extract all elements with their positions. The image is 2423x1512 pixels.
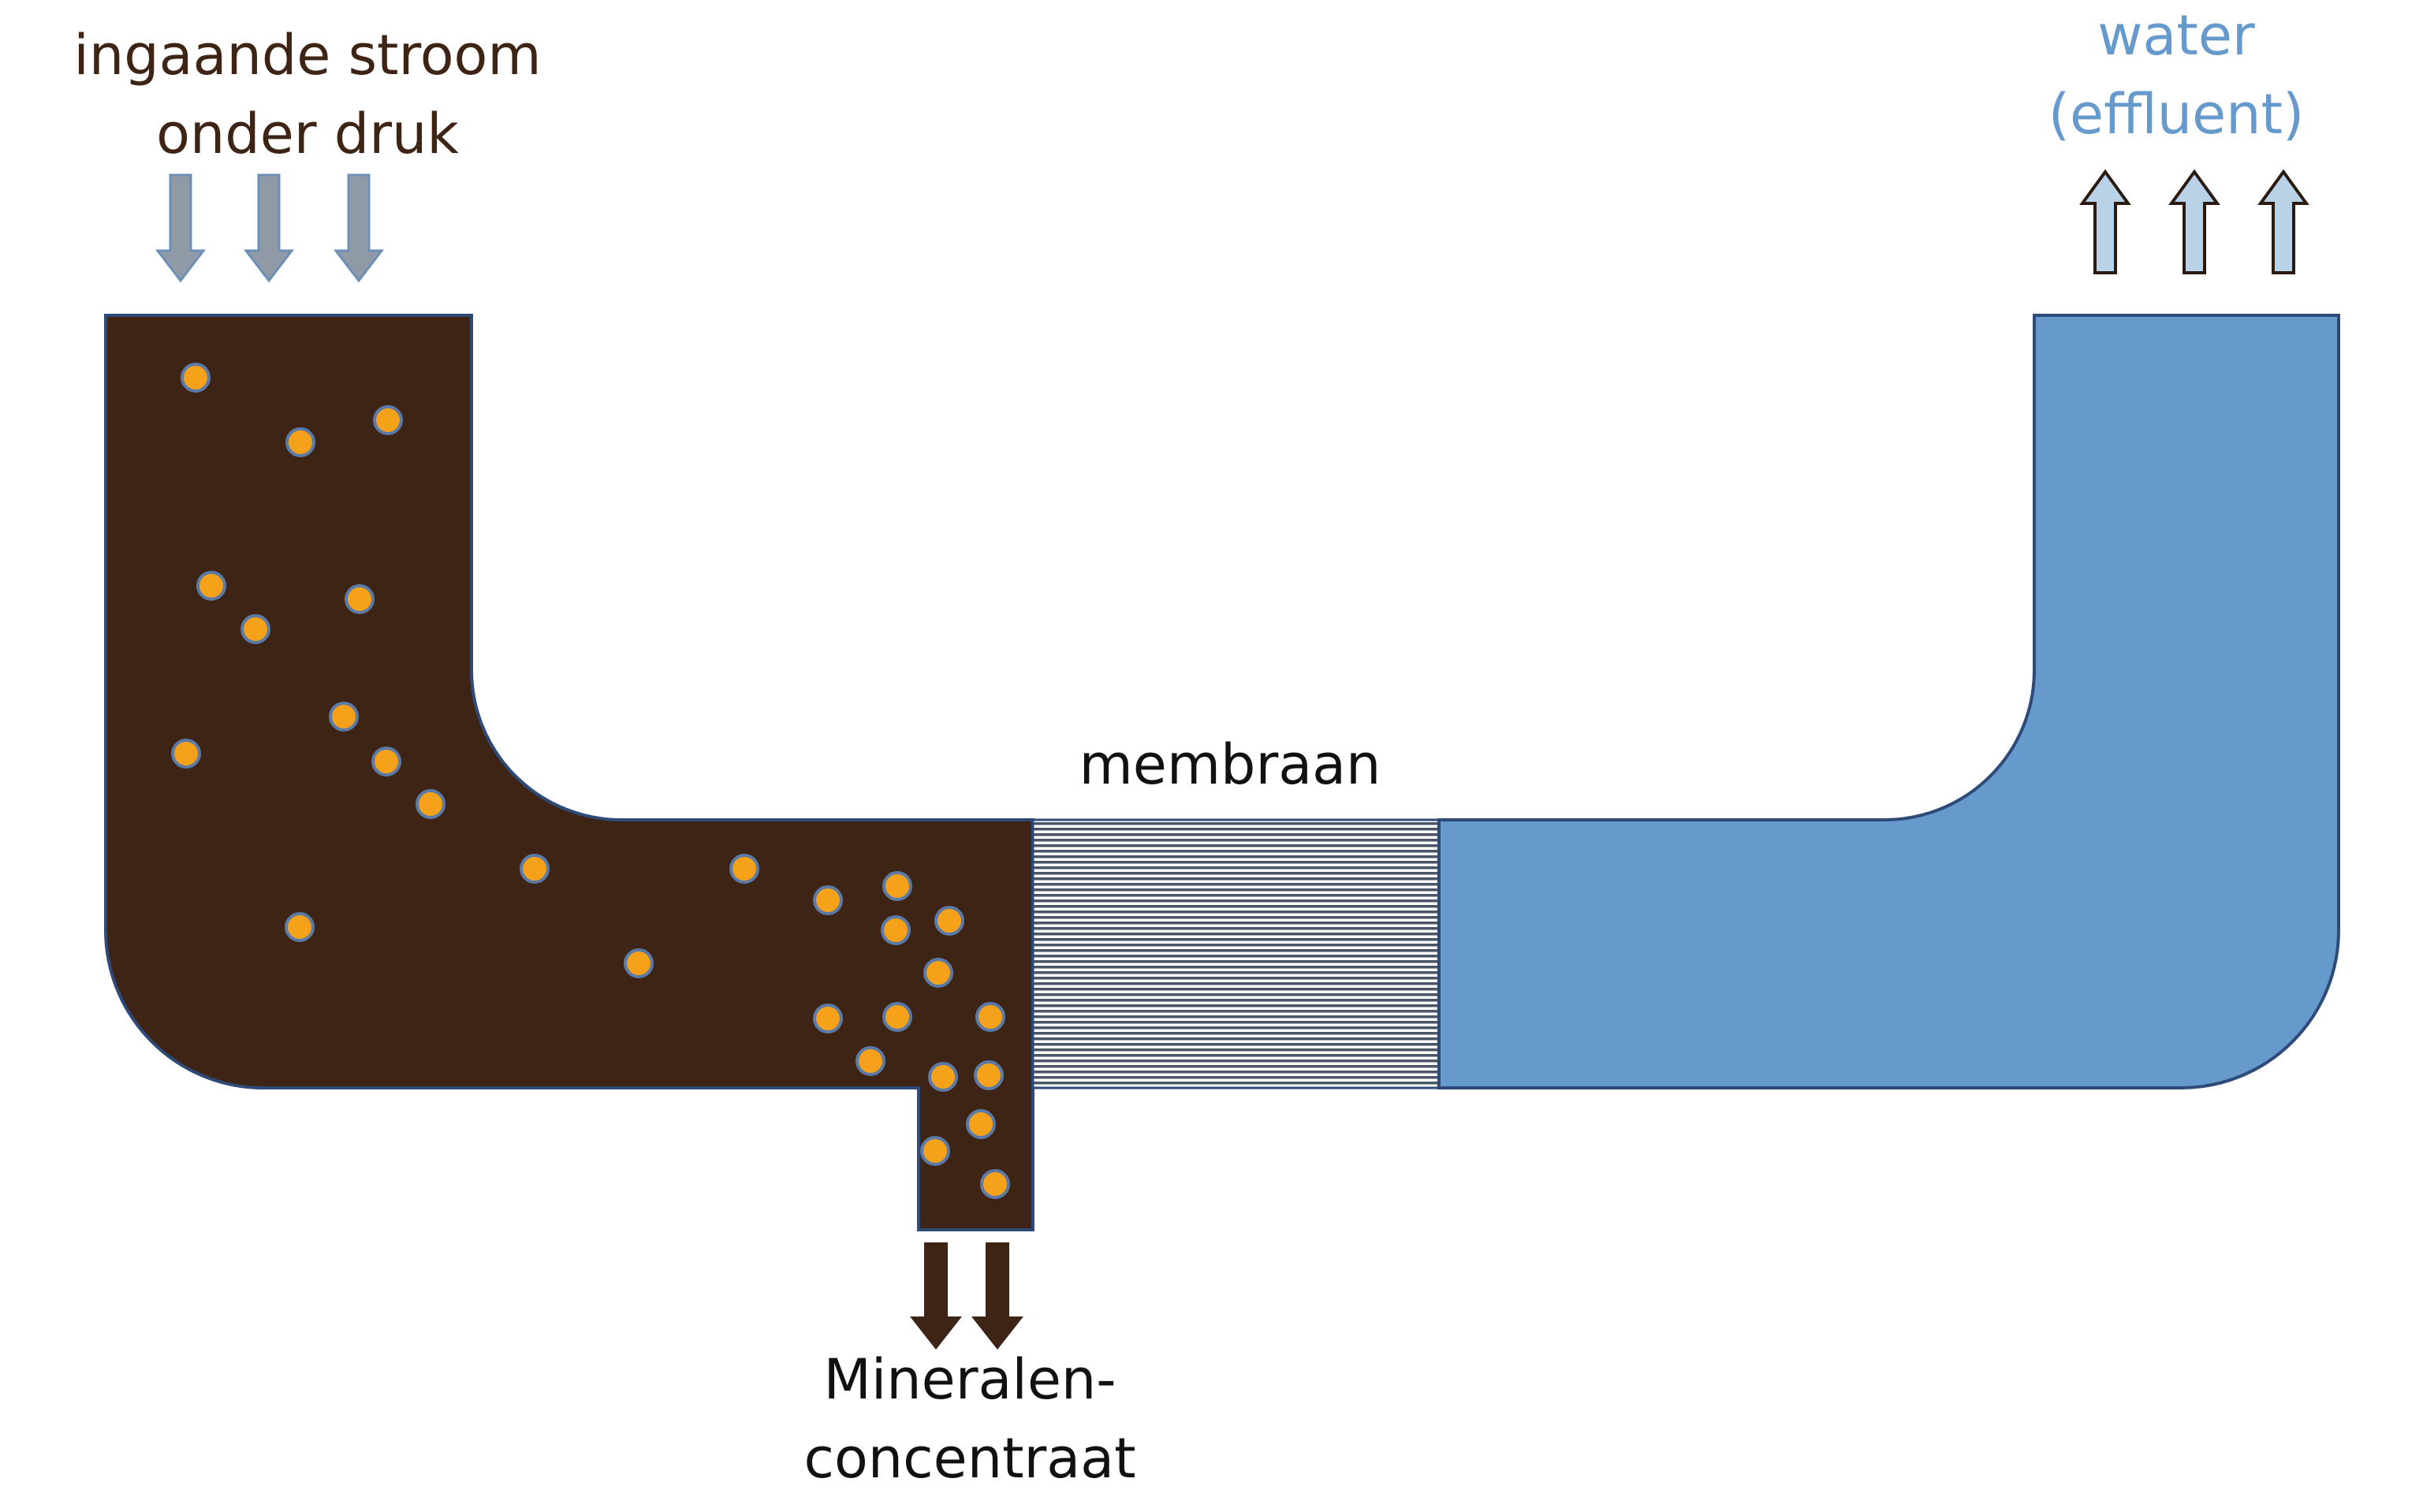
- mineral-particle: [416, 789, 445, 819]
- inflow-arrow-1: [155, 173, 207, 283]
- mineral-particle: [881, 915, 911, 945]
- inflow-arrows: [155, 173, 385, 283]
- mineral-particle: [882, 1002, 912, 1032]
- mineral-particle: [923, 958, 953, 988]
- effluent-arrow-2: [2168, 169, 2220, 274]
- mineral-particle: [171, 739, 201, 769]
- mineral-particle: [934, 906, 964, 936]
- effluent-arrows: [2079, 169, 2309, 274]
- effluent-label-line-2: (effluent): [2048, 82, 2305, 147]
- mineral-particle: [520, 854, 550, 884]
- membrane: [1031, 818, 1441, 1089]
- mineral-particle: [285, 912, 315, 942]
- effluent-label: water (effluent): [1963, 0, 2389, 154]
- mineral-particle: [196, 571, 226, 601]
- inflow-label-line-2: onder druk: [156, 102, 459, 166]
- mineral-particle: [856, 1046, 885, 1076]
- mineral-particle: [285, 427, 315, 457]
- feed-channel: [104, 314, 1034, 1231]
- concentrate-arrow-2: [971, 1242, 1023, 1350]
- concentrate-label: Mineralen- concentraat: [710, 1340, 1230, 1498]
- mineral-particles: [171, 363, 1010, 1199]
- mineral-particle: [813, 1004, 843, 1033]
- mineral-particle: [813, 885, 843, 915]
- inflow-label-line-1: ingaande stroom: [73, 23, 542, 88]
- concentrate-label-line-1: Mineralen-: [823, 1347, 1116, 1412]
- effluent-arrow-3: [2257, 169, 2309, 274]
- mineral-particle: [974, 1060, 1004, 1090]
- concentrate-arrow-1: [910, 1242, 962, 1350]
- mineral-particle: [373, 405, 403, 435]
- mineral-particle: [966, 1109, 996, 1139]
- membrane-label: membraan: [1079, 732, 1381, 797]
- water-channel: [1437, 314, 2340, 1089]
- mineral-particle: [624, 948, 654, 978]
- effluent-arrow-1: [2079, 169, 2131, 274]
- mineral-particle: [729, 854, 759, 884]
- mineral-particle: [920, 1136, 950, 1166]
- mineral-particle: [345, 584, 375, 614]
- mineral-particle: [975, 1002, 1005, 1032]
- mineral-particle: [928, 1062, 958, 1092]
- effluent-label-line-1: water: [2097, 3, 2255, 68]
- inflow-arrow-2: [243, 173, 295, 283]
- mineral-particle: [329, 702, 359, 732]
- concentrate-label-line-2: concentraat: [803, 1426, 1136, 1491]
- mineral-particle: [980, 1169, 1010, 1199]
- inflow-label: ingaande stroom onder druk: [32, 16, 583, 173]
- mineral-particle: [240, 614, 270, 644]
- concentrate-arrows: [910, 1242, 1023, 1350]
- inflow-arrow-3: [333, 173, 385, 283]
- mineral-particle: [371, 747, 401, 776]
- mineral-particle: [882, 871, 912, 901]
- mineral-particle: [181, 363, 211, 393]
